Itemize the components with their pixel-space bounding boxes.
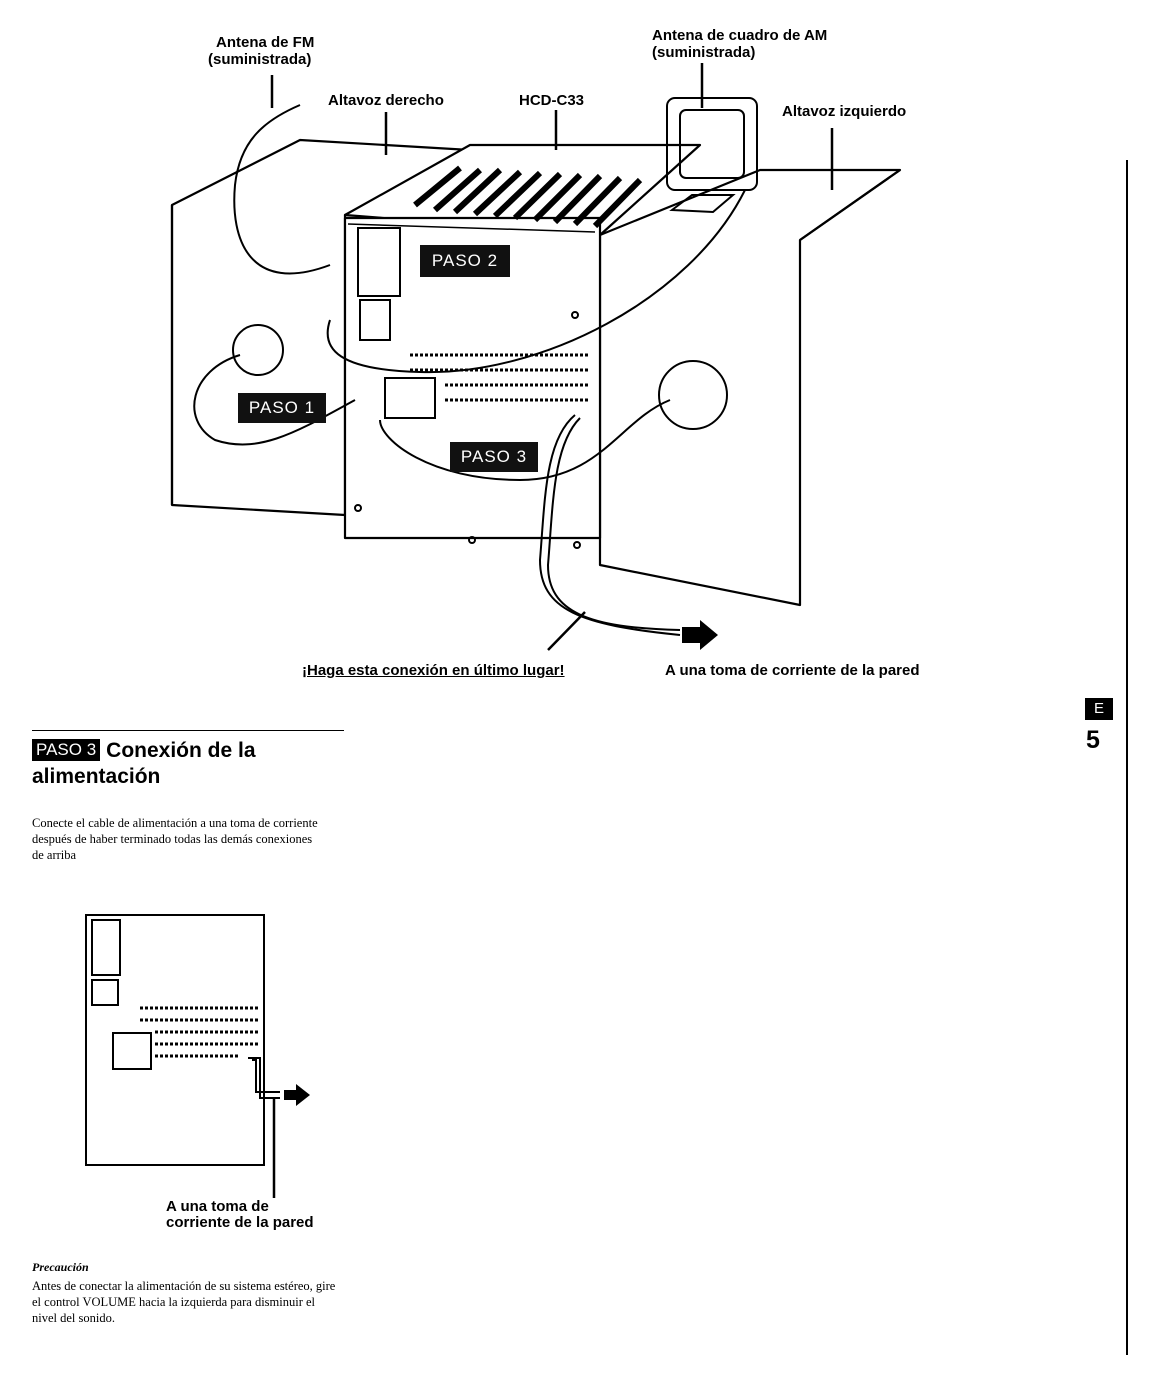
left-speaker-label: Altavoz izquierdo (782, 103, 907, 120)
am-antenna-label-sub: (suministrada) (652, 44, 756, 61)
last-connection-label: ¡Haga esta conexión en último lugar! (302, 662, 565, 679)
small-rear-panel (85, 914, 265, 1166)
side-rule (1126, 160, 1128, 1355)
left-speaker-box (598, 168, 902, 607)
language-tab: E (1085, 698, 1113, 720)
small-wall-arrow (284, 1084, 310, 1106)
fm-antenna-label: Antena de FM (216, 34, 315, 51)
page-number: 5 (1086, 726, 1100, 754)
step2-tag: PASO 2 (431, 251, 499, 270)
right-speaker-label: Altavoz derecho (328, 92, 444, 109)
caution-heading: Precaución (32, 1260, 89, 1274)
wall-outlet-label: A una toma de corriente de la pared (665, 662, 920, 679)
section-badge: PASO 3 (32, 739, 101, 761)
small-wall-label: A una toma de (166, 1198, 269, 1215)
section-title-text: Conexión de la alimentación (32, 739, 256, 788)
step3-tag: PASO 3 (460, 447, 528, 466)
caution-body: Antes de conectar la alimentación de su … (32, 1279, 336, 1325)
am-antenna-label: Antena de cuadro de AM (652, 27, 828, 44)
wall-arrow (682, 620, 718, 650)
small-wall-label-sub: corriente de la pared (166, 1214, 314, 1231)
section-rule (32, 730, 344, 731)
step1-tag: PASO 1 (248, 398, 316, 417)
section-body: Conecte el cable de alimentación a una t… (32, 816, 318, 862)
model-label: HCD-C33 (519, 92, 585, 109)
fm-antenna-label-sub: (suministrada) (208, 51, 312, 68)
